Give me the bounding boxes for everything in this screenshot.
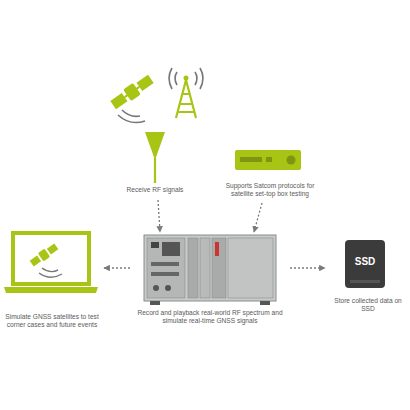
chassis-led [215,242,219,256]
chassis-illustration [144,235,276,305]
chassis-port [151,242,159,248]
rack-knob [287,156,296,165]
solar-panel [137,75,154,91]
rack-slot [266,157,272,162]
gnss-simulation-node: Simulate GNSS satellites to test corner … [0,228,104,333]
dashed-arrow [290,267,325,268]
solar-panel [47,244,58,255]
chassis-module [147,238,185,298]
signal-arc [122,110,140,116]
antenna-icon [145,132,165,183]
chassis-knob [153,285,159,291]
chassis-slot [200,238,210,298]
caption-text: Supports Satcom protocols for satellite … [215,182,325,198]
satellite-body [38,249,50,262]
solar-panel [110,93,127,109]
antenna-dish [145,132,165,160]
laptop-screen [13,233,89,284]
rack-device-body [235,150,301,170]
antenna-mast [154,158,156,183]
chassis-slot [188,238,198,298]
tower-top [184,76,189,81]
laptop-base [4,287,98,293]
ssd-node: SSD Store collected data on SSD [325,236,410,316]
rack-slot [240,157,262,162]
caption-text: Simulate GNSS satellites to test corner … [0,313,104,329]
solar-panel [30,256,41,267]
recorder-node: Record and playback real-world RF spectr… [130,232,290,327]
chassis-slot [212,238,226,298]
ssd-icon [345,240,385,288]
satellite-body [123,83,141,101]
dashed-arrow [158,200,160,232]
chassis-knob [165,285,171,291]
tower-icon [169,68,203,118]
chassis-port [151,262,179,266]
signal-arc [169,68,203,89]
ssd-body [345,240,385,288]
signal-arc [118,115,145,123]
caption-text: Receive RF signals [95,186,215,194]
dashed-arrow [254,203,262,232]
rack-device-icon [235,150,301,170]
chassis-foot [150,301,160,305]
ssd-label: SSD [345,256,385,267]
chassis-port [151,272,179,276]
tower-lattice [176,80,196,118]
ssd-connector [350,280,380,283]
satcom-node: Supports Satcom protocols for satellite … [215,145,325,203]
chassis-display [162,242,180,256]
chassis-body [144,235,276,301]
caption-text: Store collected data on SSD [333,297,403,313]
caption-text: Record and playback real-world RF spectr… [130,309,290,325]
dashed-arrow [104,267,130,268]
chassis-module [228,238,273,298]
signal-arc [39,268,62,277]
satellite-icon [29,242,59,267]
laptop-icon [4,233,98,293]
satellite-icon [109,73,155,111]
rf-input-node: Receive RF signals [95,55,215,200]
chassis-foot [260,301,270,305]
